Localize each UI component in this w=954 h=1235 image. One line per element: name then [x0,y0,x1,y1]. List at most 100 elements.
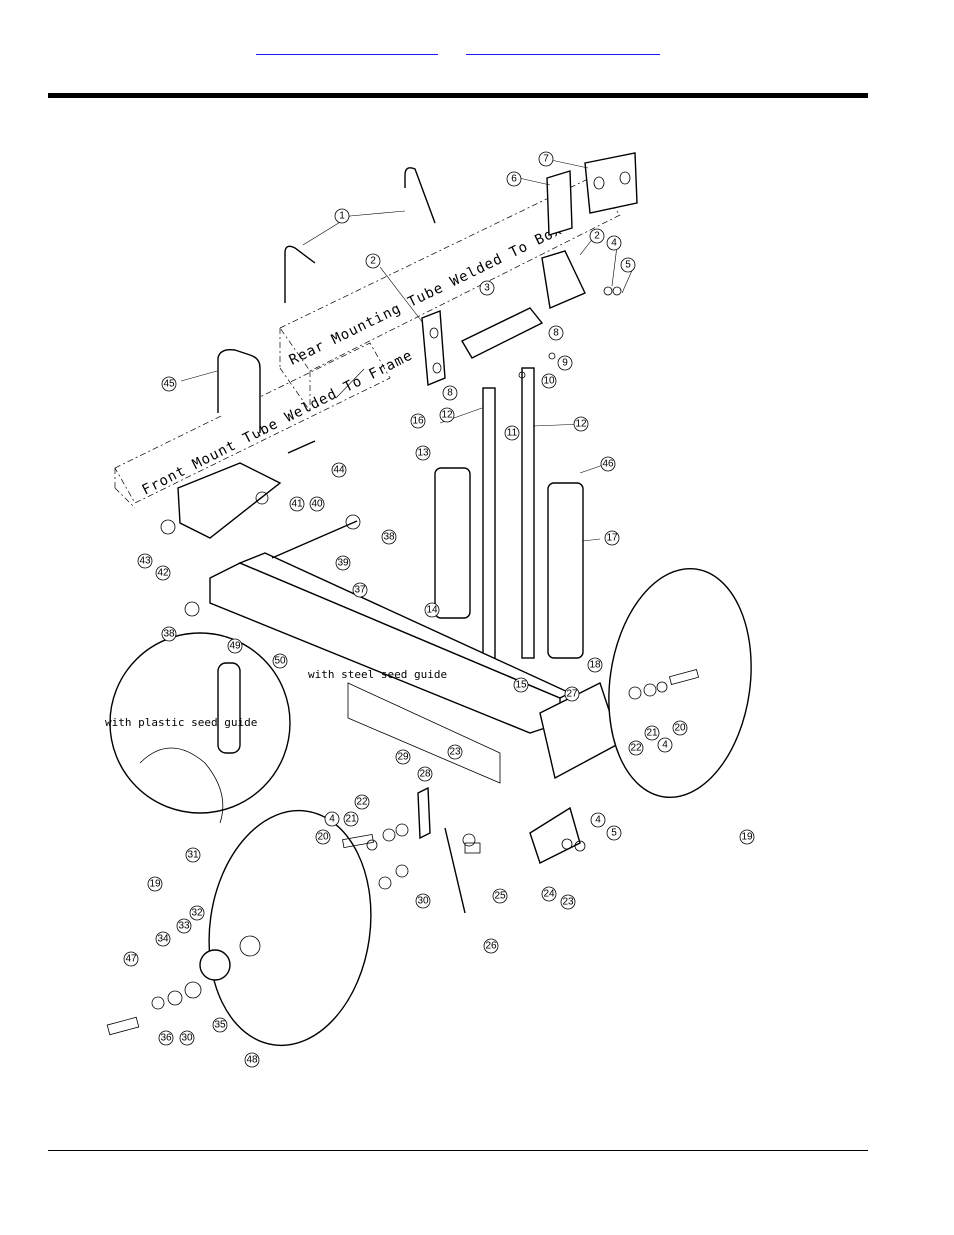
svg-text:13: 13 [417,448,429,459]
callout-28: 28 [417,766,433,782]
callout-45: 45 [161,376,177,392]
callout-4: 4 [606,235,622,251]
svg-text:19: 19 [741,832,753,843]
callout-19b: 19 [147,876,163,892]
callout-23: 23 [447,744,463,760]
callout-32: 32 [189,905,205,921]
right-gauge-wheel [608,568,752,798]
header-rule [48,93,868,98]
svg-text:36: 36 [160,1033,172,1044]
svg-text:49: 49 [229,641,241,652]
svg-text:2: 2 [370,256,376,267]
hub-assembly [199,949,231,981]
plastic-guide-inset [109,632,291,824]
callout-1: 1 [334,208,350,224]
callout-35: 35 [212,1017,228,1033]
svg-text:12: 12 [575,419,587,430]
svg-text:34: 34 [157,934,169,945]
callout-4c: 4 [324,811,340,827]
callout-25: 25 [492,888,508,904]
callout-30b: 30 [179,1030,195,1046]
callout-2b: 2 [589,228,605,244]
svg-text:2: 2 [594,231,600,242]
svg-text:14: 14 [426,605,438,616]
callout-38b: 38 [161,626,177,642]
seed-boots [434,467,584,659]
svg-text:26: 26 [485,941,497,952]
callout-24: 24 [541,886,557,902]
callout-3: 3 [479,280,495,296]
svg-text:41: 41 [291,499,303,510]
svg-text:42: 42 [157,568,169,579]
callout-23b: 23 [560,894,576,910]
exploded-view-drawing: Rear Mounting Tube Welded To Box Front M… [100,143,776,1076]
callout-48: 48 [244,1052,260,1068]
callout-31: 31 [185,847,201,863]
callout-49: 49 [227,638,243,654]
header-link-1[interactable] [256,42,438,55]
svg-text:20: 20 [674,723,686,734]
callout-10: 10 [541,373,557,389]
callout-16: 16 [410,413,426,429]
callout-15: 15 [513,677,529,693]
parts-diagram: Rear Mounting Tube Welded To Box Front M… [100,143,776,1076]
callout-11: 11 [504,425,520,441]
svg-text:4: 4 [329,814,335,825]
svg-text:4: 4 [595,815,601,826]
callout-39: 39 [335,555,351,571]
svg-text:3: 3 [484,283,490,294]
callout-9: 9 [557,355,573,371]
callouts: 1 2 2 3 4 5 6 7 8 8 9 10 11 12 12 13 14 … [123,151,755,1068]
callout-2: 2 [365,253,381,269]
callout-44: 44 [331,462,347,478]
svg-text:31: 31 [187,850,199,861]
svg-text:22: 22 [356,797,368,808]
brackets [421,152,638,387]
callout-29: 29 [395,749,411,765]
header-link-2[interactable] [466,42,660,55]
plastic-guide-label: with plastic seed guide [105,716,257,729]
callout-21b: 21 [343,811,359,827]
svg-text:35: 35 [214,1020,226,1031]
callout-46: 46 [600,456,616,472]
callout-17: 17 [604,530,620,546]
callout-37: 37 [352,582,368,598]
svg-text:29: 29 [397,752,409,763]
spring-anchor-bracket [461,307,544,359]
callout-22b: 22 [354,794,370,810]
svg-text:39: 39 [337,558,349,569]
svg-text:40: 40 [311,499,323,510]
u-bolts [217,167,436,433]
svg-text:7: 7 [543,154,549,165]
svg-text:12: 12 [441,410,453,421]
svg-text:28: 28 [419,769,431,780]
steel-guide-label: with steel seed guide [308,668,447,681]
left-disc-opener [208,809,372,1047]
callout-20b: 20 [315,829,331,845]
svg-text:1: 1 [339,211,345,222]
callout-21: 21 [644,725,660,741]
callout-41: 41 [289,496,305,512]
svg-text:23: 23 [449,747,461,758]
callout-47: 47 [123,951,139,967]
callout-33: 33 [176,918,192,934]
callout-4b: 4 [657,737,673,753]
svg-text:4: 4 [611,238,617,249]
svg-text:38: 38 [383,532,395,543]
callout-22: 22 [628,740,644,756]
main-frame [209,552,621,784]
svg-text:8: 8 [553,328,559,339]
callout-5: 5 [620,257,636,273]
springs [482,367,535,679]
svg-text:10: 10 [543,376,555,387]
svg-text:20: 20 [317,832,329,843]
svg-text:25: 25 [494,891,506,902]
callout-42: 42 [155,565,171,581]
svg-text:5: 5 [625,260,631,271]
callout-7: 7 [538,151,554,167]
callout-19: 19 [739,829,755,845]
callout-38: 38 [381,529,397,545]
callout-20: 20 [672,720,688,736]
svg-text:22: 22 [630,743,642,754]
svg-text:6: 6 [511,174,517,185]
